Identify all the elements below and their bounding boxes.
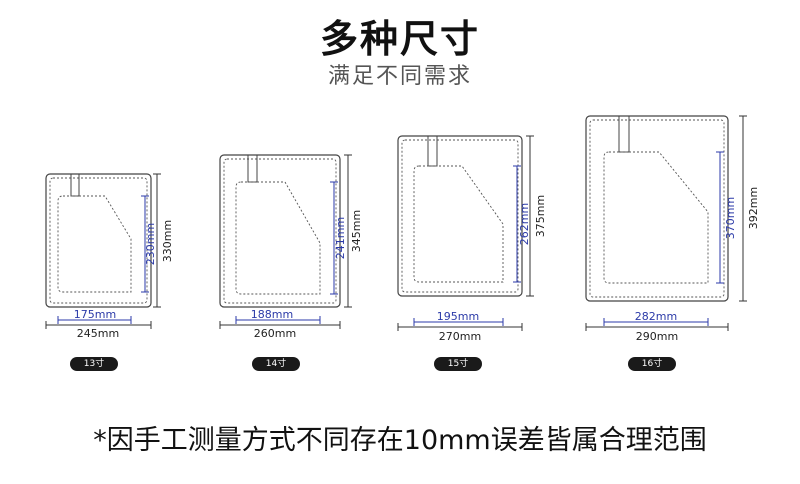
- sleeve-stitch: [589, 119, 725, 298]
- inner-width-label: 282mm: [635, 310, 677, 323]
- sleeve-15-drawing: 195mm 270mm 262mm 375mm: [397, 135, 547, 343]
- outer-height-label: 392mm: [747, 187, 760, 229]
- sleeve-strap: [618, 115, 630, 153]
- inner-width-label: 188mm: [251, 308, 293, 321]
- outer-height-label: 330mm: [161, 220, 174, 262]
- inner-height-label: 230mm: [144, 223, 157, 265]
- sleeve-pocket: [413, 165, 504, 283]
- sleeve-pocket: [57, 195, 132, 293]
- outer-width-label: 260mm: [254, 327, 296, 340]
- outer-width-label: 245mm: [77, 327, 119, 340]
- sleeve-pocket: [235, 181, 321, 295]
- page-title: 多种尺寸: [319, 17, 480, 61]
- sleeve-13-drawing: 175mm 245mm 230mm 330mm: [45, 173, 174, 340]
- inner-height-label: 241mm: [334, 217, 347, 259]
- outer-height-label: 375mm: [534, 195, 547, 237]
- inner-width-label: 175mm: [74, 308, 116, 321]
- tolerance-note: *因手工测量方式不同存在10mm误差皆属合理范围: [93, 425, 707, 456]
- inner-width-label: 195mm: [437, 310, 479, 323]
- inner-height-label: 370mm: [724, 197, 737, 239]
- size-badge-16: 16寸: [628, 357, 676, 371]
- sleeve-stitch: [401, 139, 519, 293]
- sleeve-outline: [397, 135, 523, 297]
- outer-width-label: 270mm: [439, 330, 481, 343]
- sleeve-stitch: [49, 177, 148, 304]
- sleeve-pocket: [603, 151, 709, 284]
- outer-width-label: 290mm: [636, 330, 678, 343]
- inner-height-label: 262mm: [518, 203, 531, 245]
- sleeve-stitch: [223, 158, 337, 304]
- sleeve-outline: [585, 115, 729, 302]
- sleeve-strap: [247, 154, 258, 183]
- size-badge-14: 14寸: [252, 357, 300, 371]
- size-badge-13: 13寸: [70, 357, 118, 371]
- sleeve-outline: [45, 173, 152, 308]
- size-badge-15: 15寸: [434, 357, 482, 371]
- sleeve-outline: [219, 154, 341, 308]
- sleeve-16-drawing: 282mm 290mm 370mm 392mm: [585, 115, 760, 343]
- sleeve-14-drawing: 188mm 260mm 241mm 345mm: [219, 154, 363, 340]
- outer-height-label: 345mm: [350, 210, 363, 252]
- page-subtitle: 满足不同需求: [327, 64, 472, 89]
